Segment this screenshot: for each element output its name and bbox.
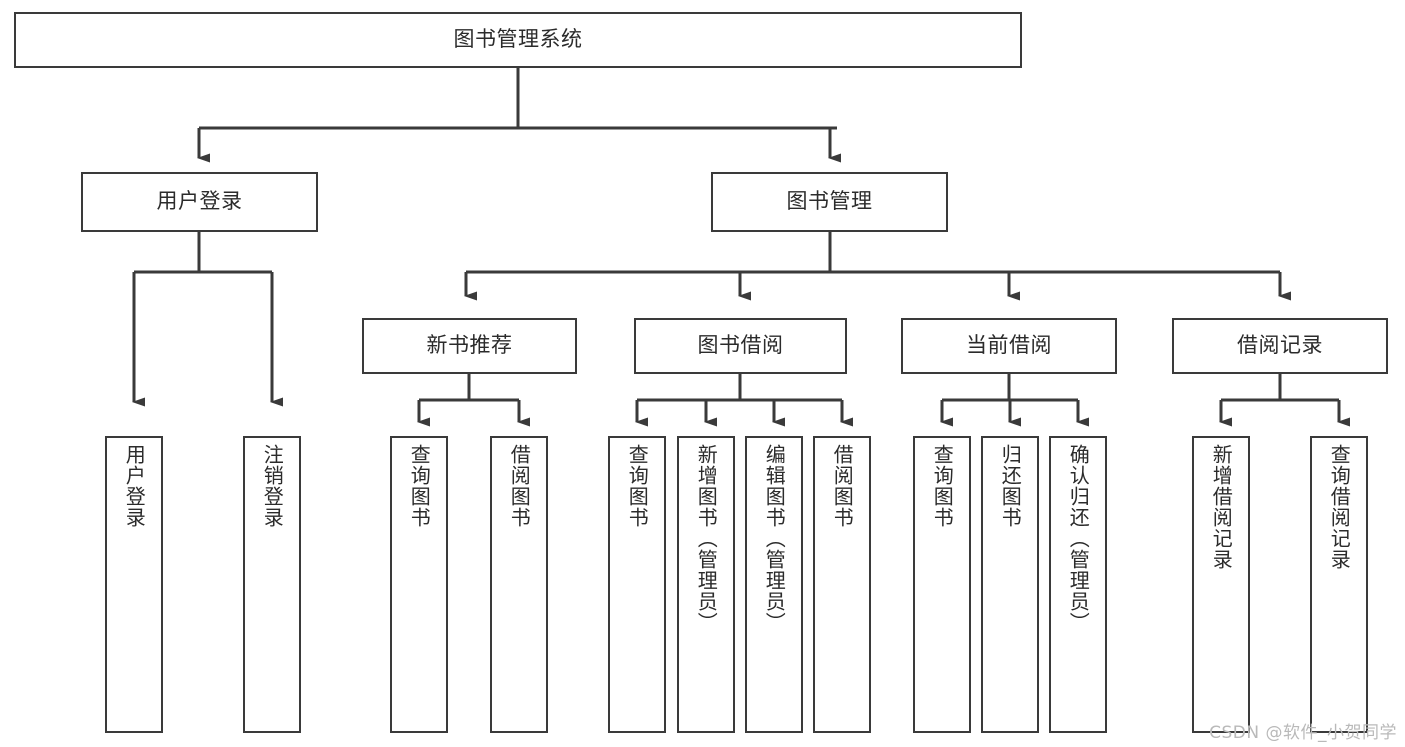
node-label: 查询借阅记录 [1327, 444, 1352, 570]
leaf-user-login-login[interactable]: 用户登录 [105, 436, 163, 733]
node-label: 当前借阅 [966, 333, 1052, 358]
node-label: 编辑图书（管理员） [762, 444, 787, 633]
node-current-borrow[interactable]: 当前借阅 [901, 318, 1117, 374]
edge-group-book-management [464, 232, 1291, 301]
node-label: 查询图书 [930, 444, 955, 528]
leaf-current-borrow-return[interactable]: 归还图书 [981, 436, 1039, 733]
edge-group-new-book [417, 374, 530, 427]
leaf-borrow-record-add[interactable]: 新增借阅记录 [1192, 436, 1250, 733]
node-label: 图书借阅 [697, 333, 784, 358]
node-label: 图书管理系统 [453, 27, 583, 52]
node-label: 用户登录 [156, 189, 243, 214]
node-root-system[interactable]: 图书管理系统 [14, 12, 1022, 68]
leaf-current-borrow-confirm-return[interactable]: 确认归还（管理员） [1049, 436, 1107, 733]
leaf-book-borrow-query[interactable]: 查询图书 [608, 436, 666, 733]
node-label: 借阅图书 [507, 444, 532, 528]
leaf-borrow-record-query[interactable]: 查询借阅记录 [1310, 436, 1368, 733]
leaf-book-borrow-add[interactable]: 新增图书（管理员） [677, 436, 735, 733]
edge-group-book-borrow [635, 374, 853, 427]
node-label: 借阅图书 [830, 444, 855, 528]
edge-group-borrow-record [1219, 374, 1350, 427]
node-label: 图书管理 [786, 189, 873, 214]
node-label: 确认归还（管理员） [1066, 444, 1091, 633]
node-label: 查询图书 [407, 444, 432, 528]
edge-group-root [197, 68, 841, 163]
edge-group-current-borrow [940, 374, 1089, 427]
node-book-borrow[interactable]: 图书借阅 [634, 318, 847, 374]
leaf-book-borrow-edit[interactable]: 编辑图书（管理员） [745, 436, 803, 733]
node-user-login[interactable]: 用户登录 [81, 172, 318, 232]
node-new-book-recommend[interactable]: 新书推荐 [362, 318, 577, 374]
leaf-new-book-borrow[interactable]: 借阅图书 [490, 436, 548, 733]
node-label: 借阅记录 [1237, 333, 1323, 358]
leaf-current-borrow-query[interactable]: 查询图书 [913, 436, 971, 733]
leaf-user-login-logout[interactable]: 注销登录 [243, 436, 301, 733]
node-label: 新增图书（管理员） [694, 444, 719, 633]
node-book-management[interactable]: 图书管理 [711, 172, 948, 232]
node-label: 查询图书 [625, 444, 650, 528]
edge-group-user-login [132, 232, 283, 407]
node-label: 用户登录 [122, 444, 147, 528]
leaf-new-book-query[interactable]: 查询图书 [390, 436, 448, 733]
leaf-book-borrow-borrow[interactable]: 借阅图书 [813, 436, 871, 733]
node-label: 注销登录 [260, 444, 285, 528]
node-borrow-record[interactable]: 借阅记录 [1172, 318, 1388, 374]
node-label: 新增借阅记录 [1209, 444, 1234, 570]
node-label: 归还图书 [998, 444, 1023, 528]
node-label: 新书推荐 [426, 333, 513, 358]
csdn-watermark: CSDN @软件_小贺同学 [1209, 723, 1397, 743]
